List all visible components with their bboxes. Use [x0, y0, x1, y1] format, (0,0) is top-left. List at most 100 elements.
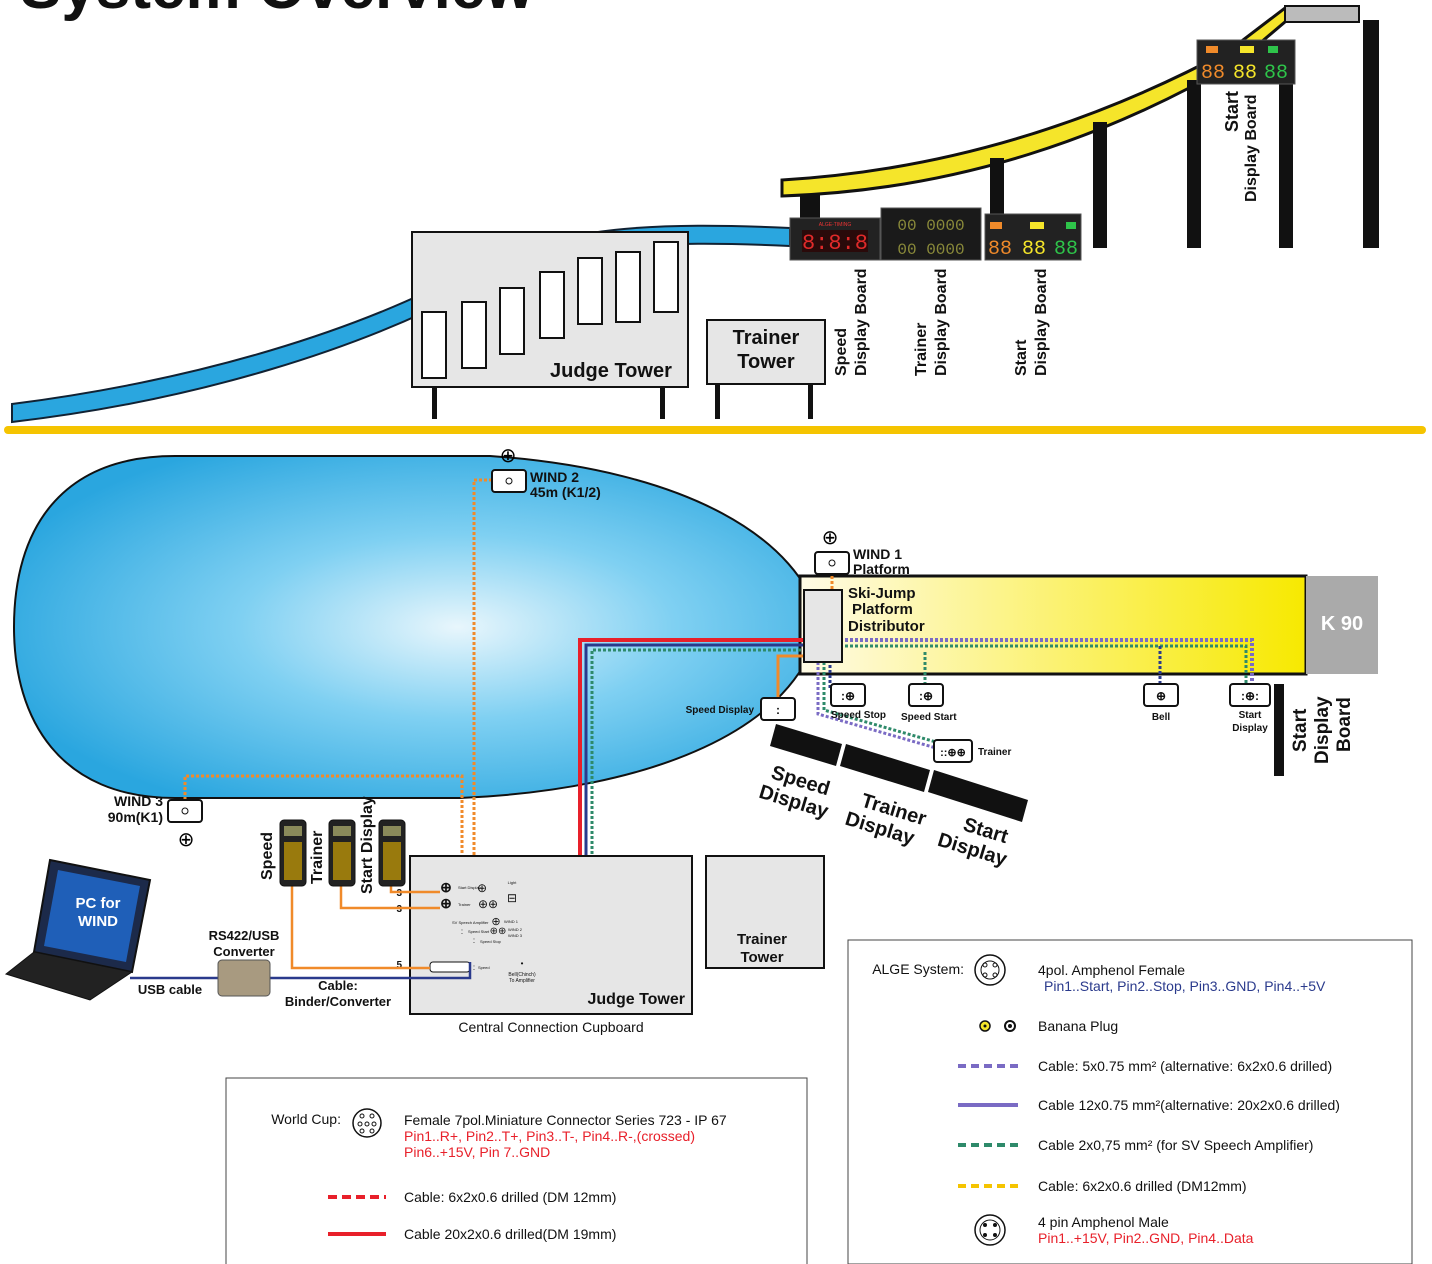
port-number: 3 [396, 904, 402, 915]
legend-male-pins: Pin1..+15V, Pin2..GND, Pin4..Data [1038, 1230, 1254, 1246]
svg-text:WIND 3: WIND 3 [508, 933, 523, 938]
remote-label: Trainer [309, 831, 326, 884]
legend-c2: Cable 12x0.75 mm²(alternative: 20x2x0.6 … [1038, 1097, 1340, 1113]
cable-remote-start [389, 884, 440, 894]
cable-to-start-g [840, 644, 1248, 684]
legend-female-pins: Pin1..Start, Pin2..Stop, Pin3..GND, Pin4… [1044, 978, 1326, 994]
board-label: Trainer [913, 323, 930, 376]
svg-text:Platform: Platform [853, 561, 910, 577]
cable-remote-trainer [339, 884, 440, 910]
board-label: Board [1334, 697, 1355, 752]
cable-to-speeddisp [776, 654, 806, 700]
trainer-tower-label: Tower [737, 351, 795, 373]
svg-text:Speed Stop: Speed Stop [480, 939, 502, 944]
svg-text:::⊕⊕: ::⊕⊕ [940, 747, 966, 759]
board-label: Start [1290, 708, 1311, 752]
svg-text:88: 88 [1054, 238, 1078, 261]
port-number: 3 [396, 888, 402, 899]
distributor-label: Ski-Jump [848, 585, 916, 602]
svg-text::: : [473, 963, 475, 972]
trainer-tower-plan [705, 855, 825, 969]
cable-remote-speed [290, 886, 430, 970]
wind-icon: ⊕ [178, 827, 195, 851]
takeoff-platform [798, 574, 1308, 676]
wind-icon: ⊕ [822, 525, 839, 549]
pc-label: PC for [76, 895, 121, 912]
svg-text:⊕: ⊕ [491, 916, 500, 928]
svg-text::⊕: :⊕ [841, 689, 855, 703]
svg-text:88: 88 [1233, 62, 1257, 85]
top-platform [1284, 5, 1360, 23]
svg-text:•: • [521, 959, 524, 968]
page-title: System Overview [20, 0, 534, 22]
svg-text:Bell(Chinch): Bell(Chinch) [508, 972, 536, 978]
svg-text:45m (K1/2): 45m (K1/2) [530, 484, 601, 500]
legend-pins: Pin6..+15V, Pin 7..GND [404, 1144, 550, 1160]
cupboard-judge-tower: Judge Tower [588, 991, 686, 1008]
board-label: Display Board [1033, 268, 1050, 376]
svg-text:88: 88 [1201, 62, 1225, 85]
wind1-sensor: ⊕ WIND 1 Platform [814, 525, 910, 577]
legend-alge [847, 939, 1413, 1264]
svg-text:To Amplifier: To Amplifier [509, 978, 535, 984]
banana-plug-icon [979, 1020, 1016, 1032]
svg-text:WIND 2: WIND 2 [508, 927, 523, 932]
ramp-pillar [1187, 80, 1201, 248]
legend-worldcup [225, 1077, 808, 1264]
trainer-tower-elevation: Trainer Tower [706, 319, 826, 419]
svg-text:Bell: Bell [1152, 712, 1171, 723]
distributor-box [803, 589, 843, 663]
legend-worldcup-title: World Cup: [271, 1111, 341, 1127]
svg-text:WIND 1: WIND 1 [504, 919, 519, 924]
svg-text:88: 88 [1264, 62, 1288, 85]
port-number: 5 [396, 960, 402, 971]
svg-text:Speed Display: Speed Display [686, 705, 755, 716]
ramp-pillar [1093, 122, 1107, 248]
usb-converter [217, 959, 271, 997]
svg-text:Trainer: Trainer [458, 902, 471, 907]
svg-text:⊕: ⊕ [440, 895, 452, 911]
remote-label: Start Display [359, 796, 376, 894]
legend-alge-title: ALGE System: [872, 961, 964, 977]
cupboard-caption: Central Connection Cupboard [458, 1019, 643, 1035]
remote-start-display [378, 819, 406, 887]
wind3-sensor: ⊕ WIND 3 90m(K1) [108, 793, 203, 851]
converter-label: RS422/USB [209, 928, 280, 943]
svg-text:⊕: ⊕ [477, 881, 487, 895]
pc-label: WIND [78, 913, 118, 930]
ramp-pillar [1363, 20, 1379, 248]
board-label: Display Board [933, 268, 950, 376]
cable-wind3 [183, 774, 464, 880]
legend-pins: Pin1..R+, Pin2..T+, Pin3..T-, Pin4..R-,(… [404, 1128, 695, 1144]
svg-text::⊕: :⊕ [919, 689, 933, 703]
alge-timing-text: ALGE-TIMING [819, 222, 852, 228]
usb-cable-label: USB cable [138, 982, 202, 997]
remote-speed [279, 819, 307, 887]
legend-cable1: Cable: 6x2x0.6 drilled (DM 12mm) [404, 1189, 616, 1205]
ramp-pillar [800, 194, 820, 222]
trainer-display-board: 00 0000 00 0000 [880, 207, 982, 261]
cable-wind2 [472, 478, 492, 880]
svg-text:88: 88 [988, 238, 1012, 261]
svg-text:⊕⊕: ⊕⊕ [478, 897, 498, 911]
legend-female: 4pol. Amphenol Female [1038, 962, 1185, 978]
cable-label: Binder/Converter [285, 994, 391, 1009]
trainer-box: ::⊕⊕ Trainer [933, 739, 1011, 763]
svg-text:⊕: ⊕ [440, 879, 452, 895]
legend-cable2: Cable 20x2x0.6 drilled(DM 19mm) [404, 1226, 616, 1242]
cable-to-start [840, 638, 1254, 684]
svg-text:Start Display: Start Display [458, 885, 481, 890]
svg-text:Display: Display [1232, 723, 1268, 734]
svg-text:SV Speech Amplifier: SV Speech Amplifier [452, 920, 489, 925]
cable-to-trainer [816, 662, 937, 750]
svg-text:⊕: ⊕ [1156, 689, 1166, 703]
judge-tower-label: Judge Tower [550, 360, 672, 382]
legend-connector: Female 7pol.Miniature Connector Series 7… [404, 1112, 727, 1128]
board-label: Display [1312, 696, 1333, 764]
svg-text:⊟: ⊟ [507, 891, 517, 905]
svg-text:WIND 3: WIND 3 [114, 793, 163, 809]
legend-c4: Cable: 6x2x0.6 drilled (DM12mm) [1038, 1178, 1247, 1194]
svg-text:⊕⊕: ⊕⊕ [490, 926, 507, 937]
svg-text:Trainer: Trainer [978, 747, 1011, 758]
